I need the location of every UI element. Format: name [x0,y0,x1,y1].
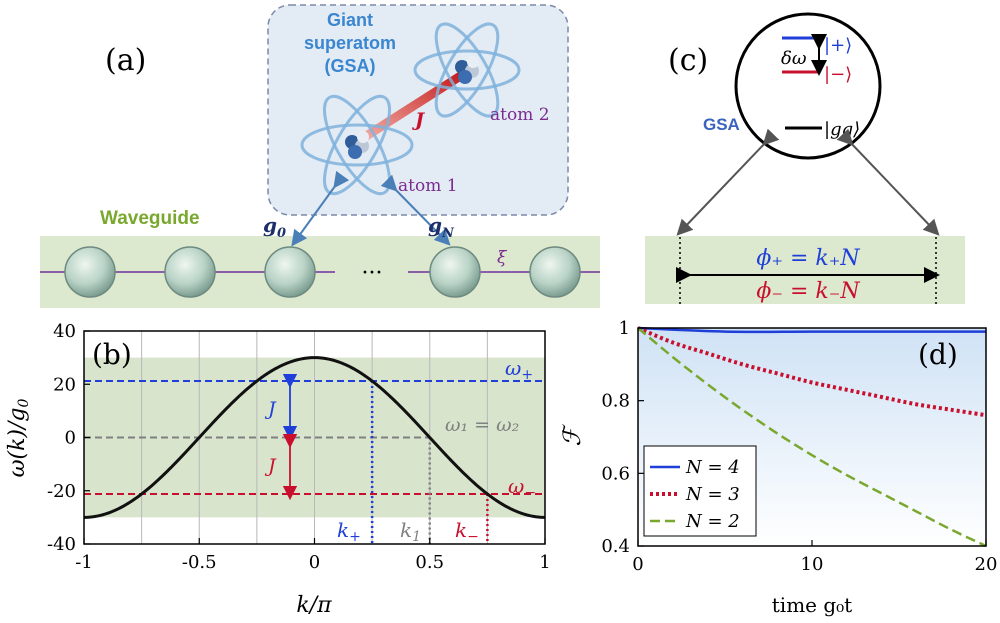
ket-gg-label: |gg⟩ [824,119,860,140]
resonator-n-plus-1 [529,246,581,298]
coupling-j: J [412,109,426,131]
b-xtick-label-0: -1 [75,552,93,573]
omega-plus-label: ω+ [505,356,533,383]
d-series-N-2 [637,327,987,548]
waveguide-label: Waveguide [100,208,200,229]
b-xtick-label-1: -0.5 [182,552,217,573]
gsa-label: GSA [703,115,740,134]
b-xtick-label-2: 0 [309,552,320,573]
ellipsis-dots: ··· [362,261,383,286]
d-xtick-label-1: 10 [801,554,824,575]
d-legend: N = 4 N = 3 N = 2 [643,445,757,537]
legend-label-2: N = 2 [685,511,740,532]
coupling-arrow-right [836,128,940,236]
xi-label: ξ [497,248,508,268]
gsa-title-line3: (GSA) [325,56,376,76]
b-ytick-label-1: -20 [47,481,76,502]
coupling-arrow-g0 [291,170,350,247]
d-series [637,326,987,548]
b-lines [84,380,545,544]
coupling-arrow-gn [380,174,451,246]
d-xtick-label-2: 20 [975,554,998,575]
phi-plus-label: ϕ₊ = k₊N [756,246,860,271]
d-ytick-label-3: 1 [619,318,630,339]
gsa-title-line2: superatom [304,33,396,53]
d-ylabel: ℱ [558,423,586,446]
panel-d: 0 10 20 0.4 0.6 0.8 1 (d) N = 4 N = 3 N = 2 time… [558,318,997,617]
d-xlabel: time g₀t [772,593,852,617]
delta-omega-label: δω [781,48,807,69]
omega-minus-label: ω− [508,474,536,501]
coupling-arrow-left [676,128,780,236]
ket-plus-label: |+⟩ [824,35,852,56]
legend-label-0: N = 4 [685,457,740,478]
panel-a-label: (a) [105,43,146,78]
ket-minus-label: |−⟩ [824,64,852,85]
atom-2-label: atom 2 [490,105,550,125]
d-ytick-label-0: 0.4 [601,536,630,557]
panel-b-label: (b) [92,338,132,371]
k-minus-label: k− [455,518,479,545]
k-plus-label: k+ [337,518,361,545]
resonator-1 [64,246,116,298]
b-ylabel: ω(k)/g0 [5,398,32,477]
d-xtick-label-0: 0 [632,554,643,575]
b-xlabel: k/π [296,593,332,618]
atom-2-icon [413,22,521,118]
d-series-N-4 [637,326,986,334]
j-lower-label: J [264,455,277,477]
gsa-level-circle [734,12,882,160]
b-ytick-label-0: -40 [47,534,76,555]
j-upper-label: J [264,398,277,420]
b-ticks: -1 -0.5 0 0.5 1 -40 -20 0 20 40 [47,321,551,573]
b-xtick-label-3: 0.5 [415,552,444,573]
legend-box [643,445,757,537]
b-xtick-label-4: 1 [539,552,550,573]
resonator-3 [264,246,316,298]
panel-c-label: (c) [668,43,708,78]
b-ytick-label-4: 40 [53,321,76,342]
phi-minus-label: ϕ₋ = k₋N [756,279,860,304]
gsa-title-line1: Giant [327,10,373,30]
d-ticks: 0 10 20 0.4 0.6 0.8 1 [601,318,997,575]
panel-d-label: (d) [918,338,958,371]
d-ytick-label-2: 0.8 [601,391,630,412]
d-ytick-label-1: 0.6 [601,463,630,484]
g0-label: g0 [263,213,286,241]
omega-equal-label: ω₁ = ω₂ [445,414,519,436]
gn-label: gN [428,213,455,241]
dispersion-curve [83,356,546,519]
b-ytick-label-2: 0 [65,428,76,449]
d-series-N-3 [637,326,987,418]
legend-label-1: N = 3 [685,484,740,505]
resonator-2 [164,246,216,298]
panel-a: (a) Giant superatom (GSA) J atom 2 [40,4,600,308]
resonator-n [429,246,481,298]
atom-1-label: atom 1 [398,176,458,196]
k-one-label: k1 [400,518,421,545]
panel-c: (c) δω |+⟩ |−⟩ |gg⟩ GSA ϕ₊ = k₊N ϕ₋ = k₋… [645,12,965,306]
panel-b: -1 -0.5 0 0.5 1 -40 -20 0 20 40 (b) J J ω+ ω₁ = ω… [5,321,551,618]
b-ytick-label-3: 20 [53,374,76,395]
